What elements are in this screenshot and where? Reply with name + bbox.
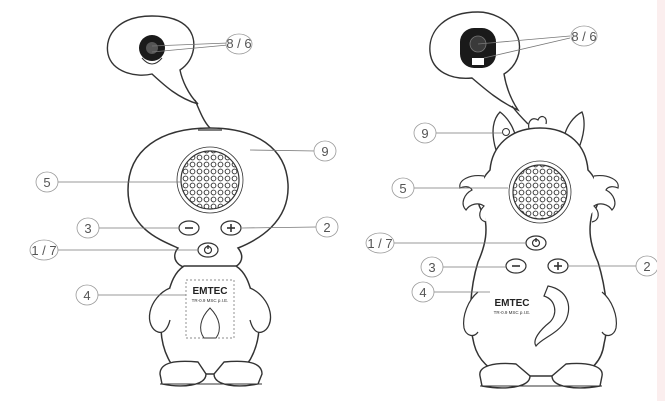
right-brand-label: EMTEC [495, 298, 530, 309]
left-lanyard-cord [194, 99, 211, 129]
svg-text:2: 2 [643, 259, 650, 274]
page-edge-strip [657, 0, 665, 401]
left-callout-usb: 4 [75, 284, 99, 306]
svg-text:2: 2 [323, 220, 330, 235]
left-callout-speaker: 5 [35, 171, 59, 193]
right-callout-reset: 9 [413, 122, 437, 144]
left-callout-camera: 8 / 6 [225, 33, 253, 55]
svg-text:9: 9 [321, 144, 328, 159]
right-callout-power: 1 / 7 [365, 232, 395, 254]
left-callout-volume-up: 2 [315, 216, 339, 238]
svg-text:3: 3 [428, 260, 435, 275]
left-speaker-grille [180, 150, 240, 210]
left-model-label: TR-0.9 MSC p.I.E. [192, 298, 229, 303]
svg-text:5: 5 [43, 175, 50, 190]
left-callout-volume-down: 3 [76, 217, 100, 239]
svg-text:4: 4 [83, 288, 90, 303]
right-speaker-grille [512, 164, 568, 220]
left-camera-bubble [106, 15, 199, 105]
right-callout-usb: 4 [411, 281, 435, 303]
svg-text:4: 4 [419, 285, 426, 300]
svg-text:9: 9 [421, 126, 428, 141]
right-leader-lines [394, 35, 636, 293]
right-callout-camera: 8 / 6 [570, 25, 598, 47]
right-device-figure: EMTEC TR-0.9 MSC p.I.E. [429, 11, 619, 389]
left-brand-label: EMTEC [193, 286, 228, 297]
svg-text:3: 3 [84, 221, 91, 236]
left-callout-reset: 9 [313, 140, 337, 162]
right-callout-volume-up: 2 [635, 255, 659, 277]
right-camera-bubble [429, 11, 521, 112]
left-callout-power: 1 / 7 [29, 239, 59, 261]
right-callout-speaker: 5 [391, 177, 415, 199]
svg-text:1 / 7: 1 / 7 [367, 236, 392, 251]
left-device-figure: EMTEC TR-0.9 MSC p.I.E. [106, 15, 289, 387]
left-leader-lines [58, 42, 317, 296]
right-model-label: TR-0.9 MSC p.I.E. [494, 310, 531, 315]
right-callout-volume-down: 3 [420, 256, 444, 278]
right-reset-hole[interactable] [502, 128, 510, 136]
svg-text:5: 5 [399, 181, 406, 196]
svg-text:8 / 6: 8 / 6 [226, 36, 251, 51]
right-lanyard-cord [511, 105, 529, 125]
svg-text:1 / 7: 1 / 7 [31, 243, 56, 258]
svg-text:8 / 6: 8 / 6 [571, 29, 596, 44]
